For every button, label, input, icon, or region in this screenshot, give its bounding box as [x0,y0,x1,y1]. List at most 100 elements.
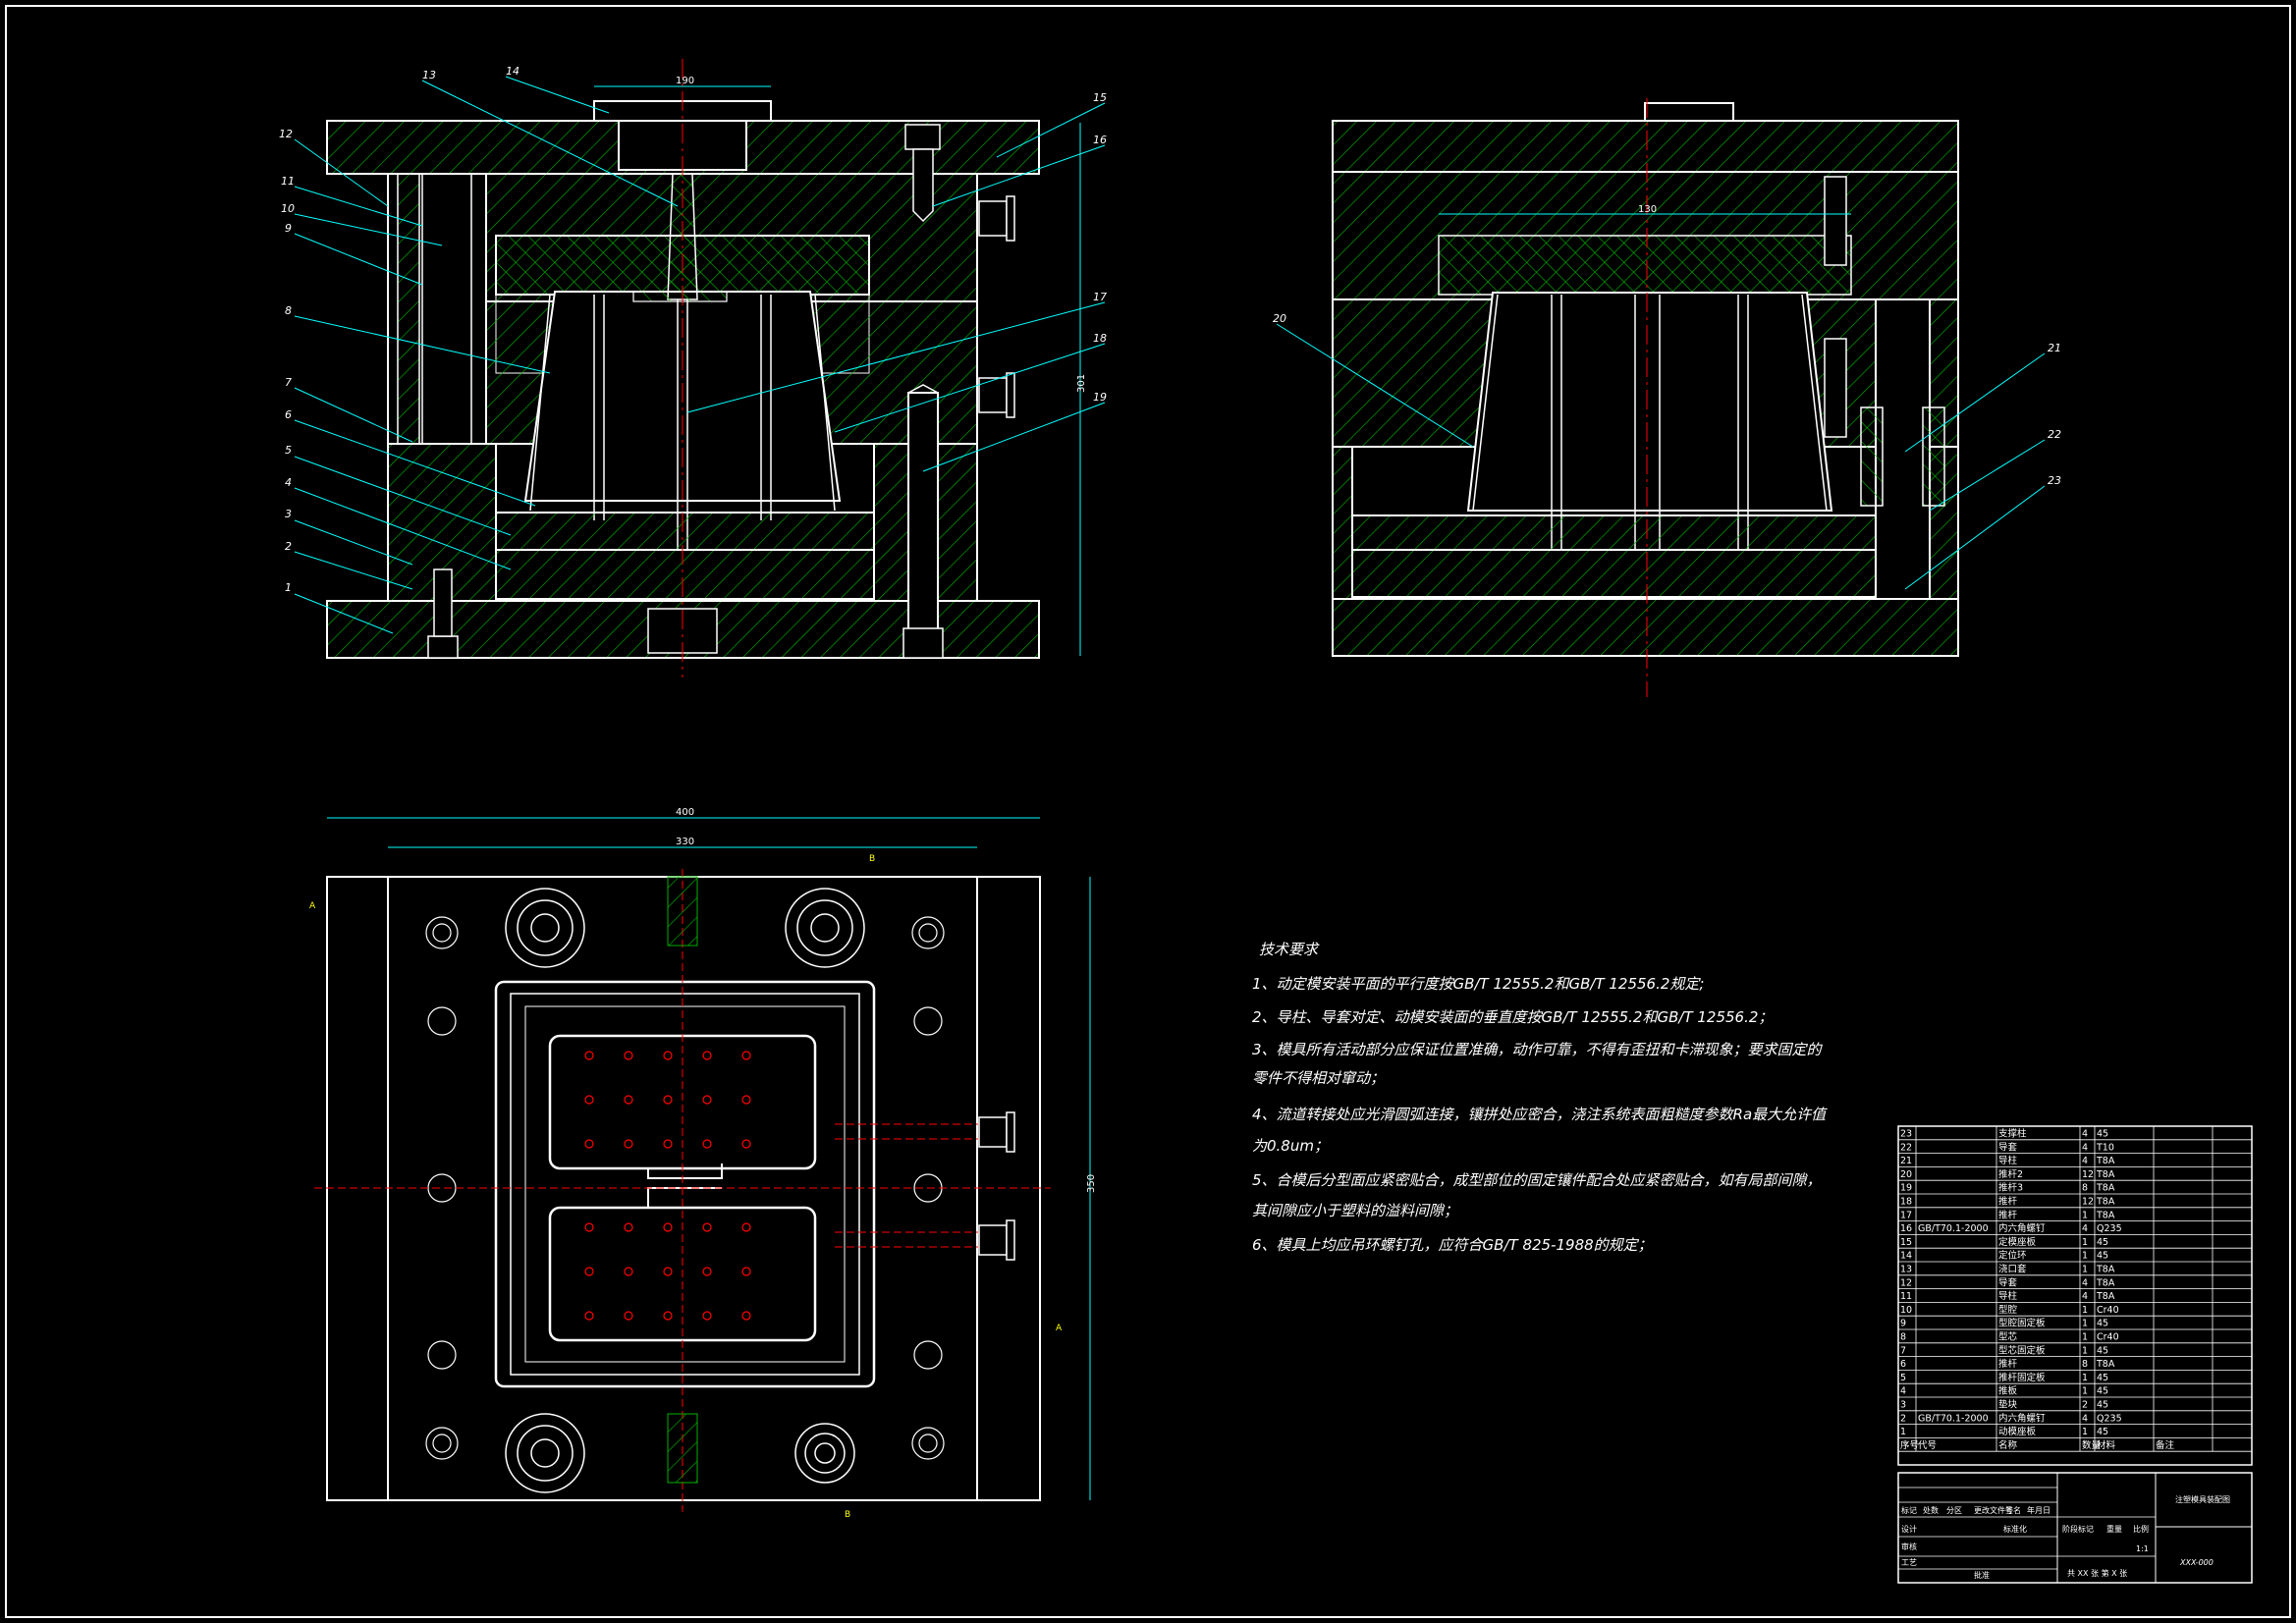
plan-view: 400 330 350 A A B B [309,807,1097,1520]
bom-cell-no: 19 [1900,1183,1912,1194]
part-number-20: 20 [1273,312,1286,325]
ejector-retainer-plate [495,512,875,551]
part-number-9: 9 [285,222,292,235]
tb-sign: 签名 [2005,1505,2021,1515]
part-number-11: 11 [281,175,295,188]
front-leaders [294,76,1106,634]
plan-height-dim: 350 [1086,1174,1097,1193]
tech-line-5: 4、流道转接处应光滑圆弧连接，镶拼处应密合，浇注系统表面粗糙度参数Ra最大允许值 [1252,1106,1828,1123]
tb-design: 设计 [1901,1524,1917,1534]
bom-cell-qty: 1 [2082,1386,2088,1397]
title-block: 标记 处数 分区 更改文件号 签名 年月日 设计 标准化 阶段标记 重量 比例 … [1897,1472,2253,1584]
part-number-14: 14 [506,65,519,78]
bom-cell-name: 垫块 [1998,1399,2018,1411]
bom-cell-no: 2 [1900,1413,1906,1424]
tech-requirements: 技术要求 1、动定模安装平面的平行度按GB/T 12555.2和GB/T 125… [1252,941,1828,1254]
bom-cell-name: 推杆 [1998,1196,2018,1208]
bom-cell-name: 内六角螺钉 [1998,1412,2046,1424]
bom-cell-material: 45 [2097,1386,2108,1397]
tb-process: 工艺 [1901,1558,1917,1567]
bom-cell-no: 20 [1900,1169,1912,1180]
bom-cell-qty: 1 [2082,1332,2088,1343]
bom-cell-no: 14 [1900,1251,1912,1262]
bom-cell-material: T8A [2096,1291,2115,1302]
tech-line-4: 零件不得相对窜动； [1252,1069,1385,1087]
side-bottom-clamp-plate [1332,598,1959,657]
bom-cell-name: 定位环 [1998,1250,2027,1262]
bom-cell-no: 18 [1900,1197,1912,1208]
side-part-numbers: 20 21 22 23 [1273,312,2061,487]
bom-cell-qty: 1 [2082,1427,2088,1437]
tech-line-8: 其间隙应小于塑料的溢料间隙； [1252,1202,1458,1219]
part-number-5: 5 [285,444,292,457]
bom-cell-qty: 8 [2082,1183,2088,1194]
tb-sheet-info: 共 XX 张 第 X 张 [2067,1568,2127,1578]
plan-width-dim: 400 [676,807,694,818]
tb-scale-value: 1:1 [2136,1544,2149,1553]
bom-cell-qty: 1 [2082,1210,2088,1220]
tech-line-2: 2、导柱、导套对定、动模安装面的垂直度按GB/T 12555.2和GB/T 12… [1252,1008,1773,1026]
bom-cell-no: 9 [1900,1319,1906,1329]
bom-header-no: 序号 [1900,1439,1919,1451]
bom-cell-no: 15 [1900,1237,1912,1248]
section-label-b-bottom: B [845,1510,850,1520]
part-number-12: 12 [279,128,293,140]
bom-cell-name: 浇口套 [1998,1264,2027,1275]
side-guide-pillar [1875,298,1931,600]
bom-cell-material: Cr40 [2097,1305,2119,1316]
bom-cell-no: 16 [1900,1223,1912,1234]
part-number-15: 15 [1093,91,1107,104]
bom-cell-qty: 1 [2082,1251,2088,1262]
bom-cell-material: Cr40 [2097,1332,2119,1343]
bom-cell-material: T8A [2096,1183,2115,1194]
top-screw [904,124,941,150]
bom-cell-material: T10 [2096,1142,2114,1153]
tech-line-6: 为0.8um； [1252,1137,1329,1155]
bom-cell-name: 导套 [1998,1276,2018,1288]
tb-scale-label: 比例 [2133,1524,2149,1534]
bottom-screw [427,635,459,659]
bom-cell-no: 7 [1900,1345,1906,1356]
part-number-10: 10 [281,202,295,215]
bom-cell-material: T8A [2096,1210,2115,1220]
bom-cell-material: T8A [2096,1169,2115,1180]
bom-cell-material: T8A [2096,1197,2115,1208]
part-number-2: 2 [285,540,292,553]
bom-cell-no: 6 [1900,1359,1906,1370]
tech-requirements-title: 技术要求 [1259,941,1320,958]
return-pin [907,392,939,634]
bom-header-material: 材料 [2097,1439,2116,1451]
plan-guide-pillars [505,888,865,1493]
bom-cell-no: 22 [1900,1142,1912,1153]
bom-cell-name: 定模座板 [1998,1236,2037,1248]
plan-cooling-lines [314,869,1051,1512]
part-number-3: 3 [285,508,292,520]
plan-runner [647,1163,723,1179]
bom-cell-qty: 8 [2082,1359,2088,1370]
bom-cell-no: 13 [1900,1265,1912,1275]
bom-cell-material: T8A [2096,1277,2115,1288]
bom-cell-name: 支撑柱 [1998,1128,2027,1140]
side-ejector-retainer [1351,514,1893,551]
bom-cell-no: 11 [1900,1291,1912,1302]
tb-count: 处数 [1923,1505,1939,1515]
bom-cell-qty: 1 [2082,1305,2088,1316]
bom-cell-no: 3 [1900,1400,1906,1411]
section-label-a-right: A [1056,1324,1063,1333]
tb-weight: 重量 [2106,1524,2122,1534]
bom-cell-name: 导柱 [1998,1290,2018,1302]
side-top-dim: 130 [1638,204,1657,215]
tb-standardize: 标准化 [2003,1524,2027,1534]
part-number-8: 8 [285,304,292,317]
ejector-pins [529,294,836,550]
part-number-19: 19 [1093,391,1107,404]
bom-cell-qty: 12 [2082,1169,2094,1180]
bom-cell-name: 动模座板 [1998,1426,2037,1437]
part-number-18: 18 [1093,332,1107,345]
tech-line-9: 6、模具上均应吊环螺钉孔，应符合GB/T 825-1988的规定； [1252,1236,1653,1254]
side-support-left [1332,446,1353,600]
bom-cell-no: 23 [1900,1129,1912,1140]
bom-cell-name: 推杆3 [1998,1182,2023,1194]
side-ejector-plate [1351,549,1893,598]
bom-cell-qty: 4 [2082,1129,2088,1140]
